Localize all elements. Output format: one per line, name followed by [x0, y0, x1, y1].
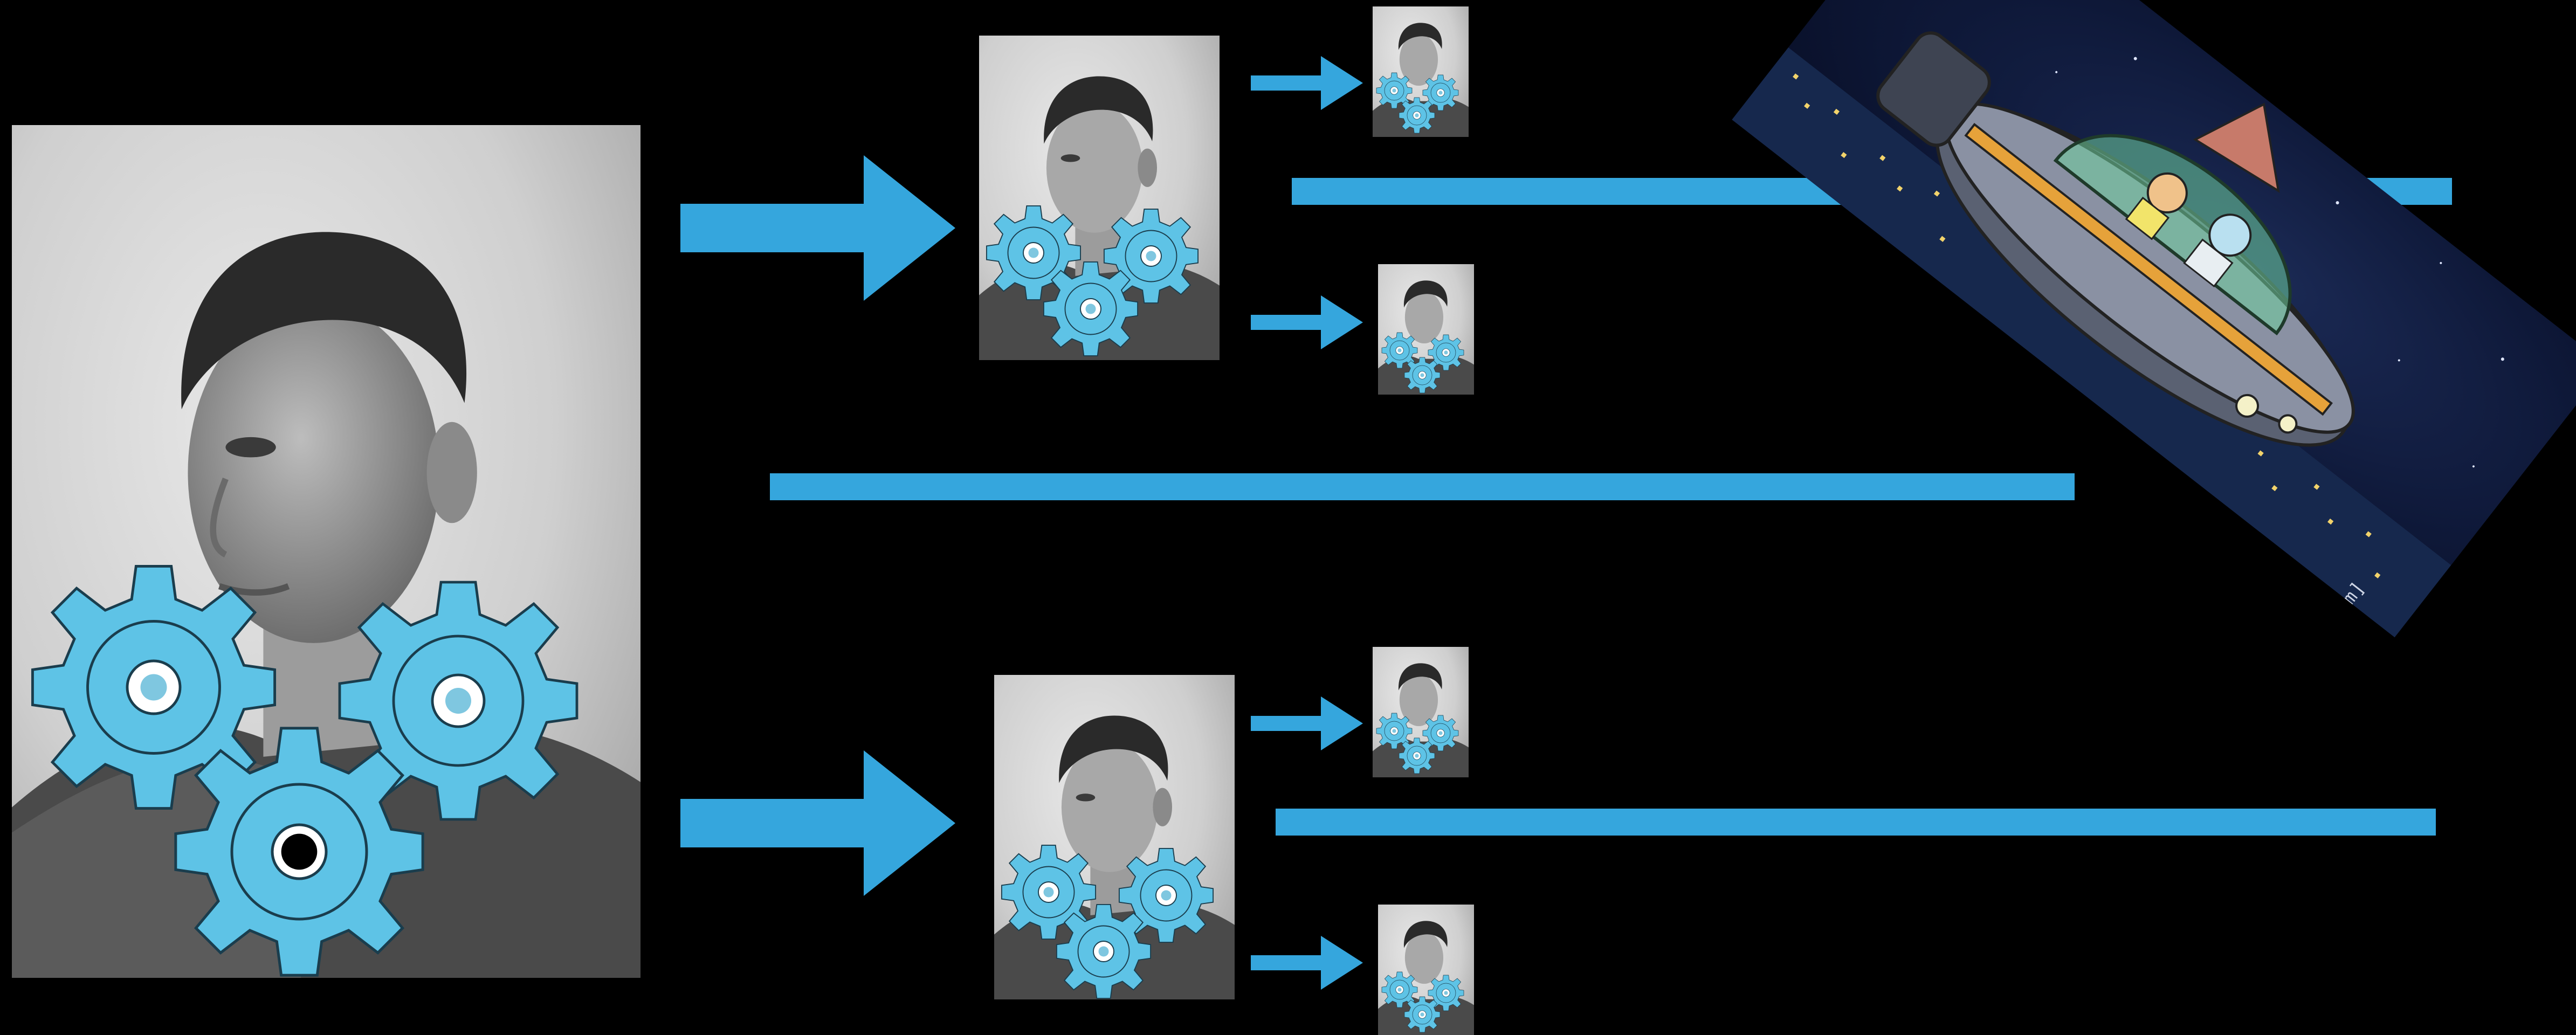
portrait-small	[1378, 264, 1474, 395]
connector-bar	[1276, 809, 2436, 836]
right-arrow-icon	[680, 750, 955, 896]
gear-icon	[1052, 900, 1155, 1003]
watermark-text: [adult swim]	[2267, 577, 2370, 638]
right-arrow-icon	[1251, 56, 1363, 110]
right-arrow-icon	[680, 155, 955, 301]
connector-bar	[770, 473, 2075, 500]
gear-icon	[164, 717, 434, 986]
right-arrow-icon	[1251, 295, 1363, 349]
spaceship-image: [adult swim]	[1732, 0, 2576, 638]
gear-icon	[1039, 258, 1142, 360]
gear-icon	[1403, 356, 1442, 395]
right-arrow-icon	[1251, 936, 1363, 990]
gear-icon	[1403, 995, 1442, 1034]
spaceship-icon	[1732, 31, 2504, 638]
right-arrow-icon	[1251, 696, 1363, 750]
gear-icon	[1397, 96, 1436, 135]
gear-icon	[1397, 736, 1436, 775]
